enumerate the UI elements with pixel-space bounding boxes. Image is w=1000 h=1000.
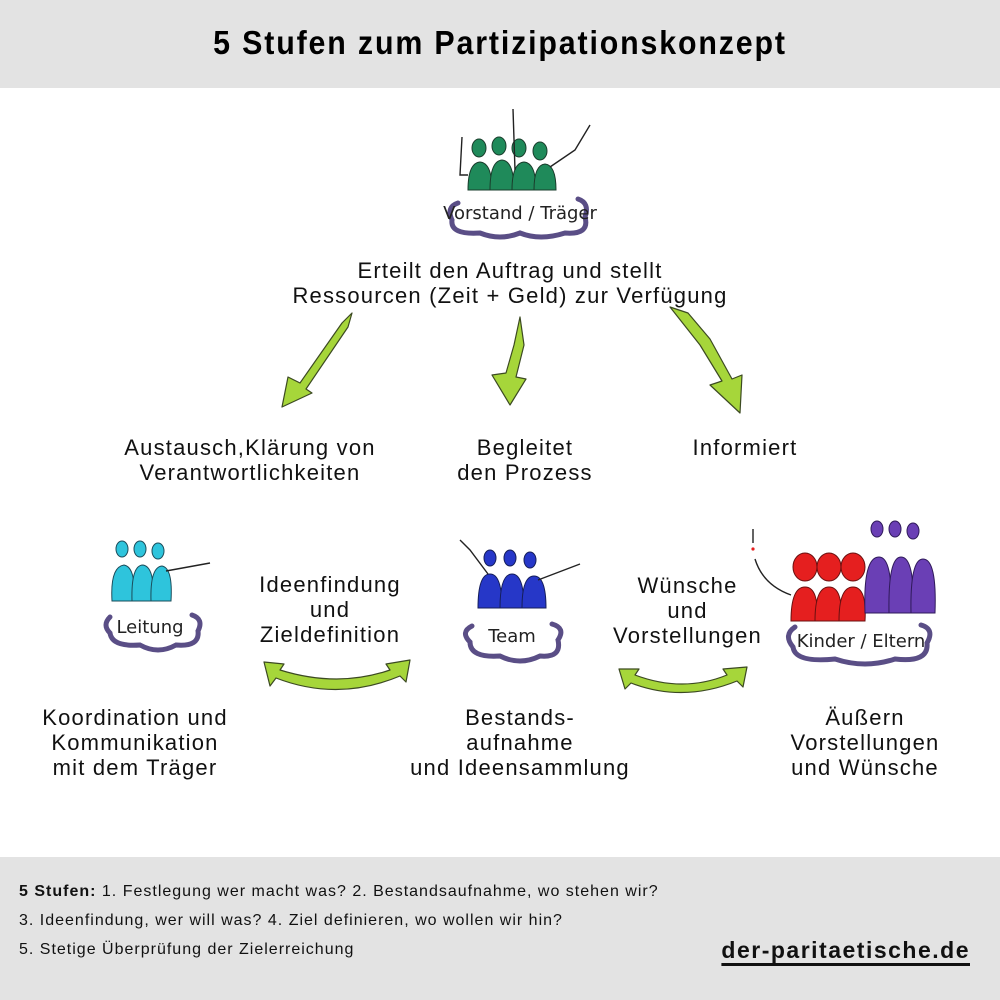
relation-left-line1: Austausch,Klärung von [124,435,376,460]
board-description-line2: Ressourcen (Zeit + Geld) zur Verfügung [292,283,728,308]
role-lead-line1: Koordination und [42,705,228,730]
role-team: Bestands- aufnahme und Ideensammlung [395,705,645,780]
role-family-line3: und Wünsche [791,755,939,780]
exchange-team-family-line3: Vorstellungen [613,623,762,648]
role-lead-line2: Kommunikation [51,730,219,755]
double-arrow-team-family [618,666,748,694]
board-description-line1: Erteilt den Auftrag und stellt [357,258,663,283]
double-arrow-lead-team [263,659,411,691]
exchange-team-family-line1: Wünsche [637,573,738,598]
arrow-to-team [491,316,527,406]
board-description: Erteilt den Auftrag und stellt Ressource… [260,258,760,308]
exchange-lead-team-line3: Zieldefinition [259,622,401,647]
arrow-to-family [669,306,743,414]
header-band: 5 Stufen zum Partizipationskonzept [0,0,1000,88]
relation-right: Informiert [660,435,830,460]
page-title: 5 Stufen zum Partizipationskonzept [213,24,787,61]
family-label: Kinder / Eltern [797,631,926,652]
role-family: Äußern Vorstellungen und Wünsche [770,705,960,780]
relation-center-line2: den Prozess [457,460,593,485]
role-team-line1: Bestands- [465,705,575,730]
footer-label: 5 Stufen: [19,883,97,900]
relation-center-line1: Begleitet [476,435,574,460]
team-label: Team [487,626,536,647]
role-lead-line3: mit dem Träger [52,755,218,780]
footer-line-1: 5 Stufen: 1. Festlegung wer macht was? 2… [19,883,659,901]
relation-left: Austausch,Klärung von Verantwortlichkeit… [100,435,400,485]
board-group-icon: Vorstand / Träger [443,108,598,240]
exchange-lead-team-line1: Ideenfindung [259,572,401,597]
role-team-line2: aufnahme [466,730,574,755]
exchange-lead-team-line2: und [309,597,351,622]
footer-line-3: 5. Stetige Überprüfung der Zielerreichun… [19,941,355,958]
lead-label: Leitung [116,617,183,638]
role-family-line1: Äußern [825,705,905,730]
exchange-team-family: Wünsche und Vorstellungen [600,573,775,648]
exchange-team-family-line2: und [667,598,708,623]
footer-line-2: 3. Ideenfindung, wer will was? 4. Ziel d… [19,912,563,929]
role-family-line2: Vorstellungen [790,730,940,755]
family-group-icon: Kinder / Eltern [751,520,936,667]
board-people [467,136,557,191]
relation-right-line1: Informiert [692,435,798,460]
relation-center: Begleitet den Prozess [420,435,630,485]
arrow-to-lead [281,312,353,408]
role-team-line3: und Ideensammlung [410,755,630,780]
board-label: Vorstand / Träger [443,203,597,224]
role-lead: Koordination und Kommunikation mit dem T… [20,705,250,780]
lead-group-icon: Leitung [103,540,211,653]
footer-band [0,857,1000,1000]
board-arrows [281,306,743,414]
team-group-icon: Team [459,539,581,664]
relation-left-line2: Verantwortlichkeiten [139,460,361,485]
footer-line-1-text: 1. Festlegung wer macht was? 2. Bestands… [101,883,659,900]
site-link[interactable]: der-paritaetische.de [721,937,970,963]
exchange-lead-team: Ideenfindung und Zieldefinition [240,572,420,647]
